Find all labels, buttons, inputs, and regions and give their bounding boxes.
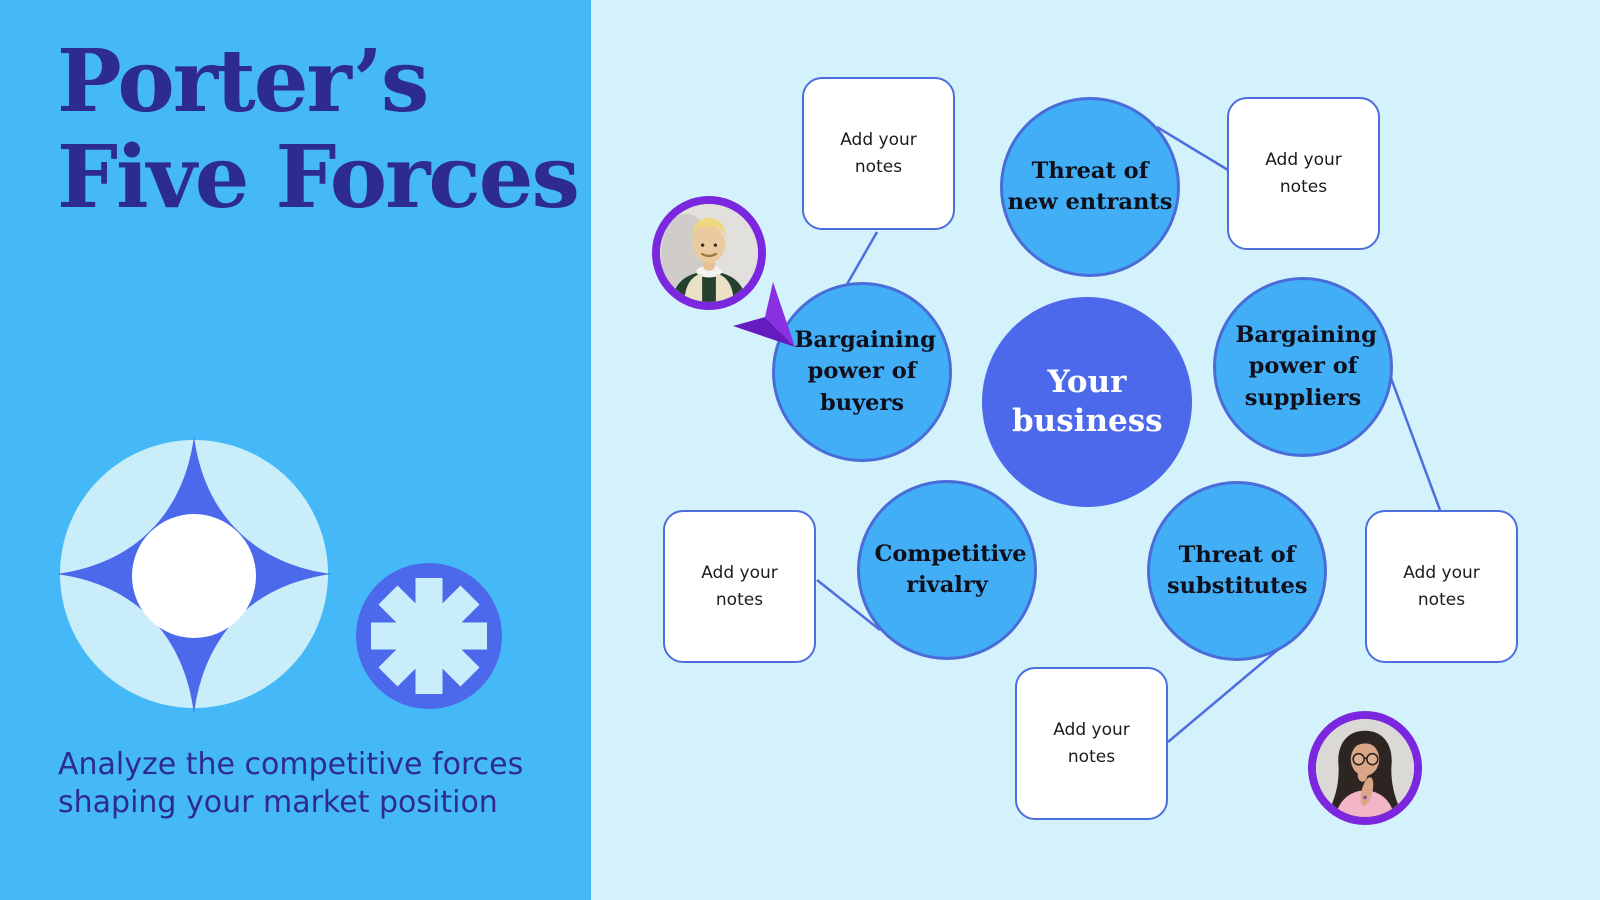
force-label: Threat of substitutes [1167,541,1308,599]
force-circle-competitive-rivalry[interactable]: Competitive rivalry [857,480,1037,660]
force-label: Threat of new entrants [1007,157,1173,215]
force-label: Bargaining power of suppliers [1235,322,1377,411]
note-card-top-right[interactable]: Add your notes [1227,97,1380,250]
force-label: Competitive rivalry [874,540,1027,598]
force-circle-threat-of-new-entrants[interactable]: Threat of new entrants [1000,97,1180,277]
asterisk-badge-icon [356,563,502,709]
note-card-text: Add your notes [1403,563,1480,610]
sparkle-compass-logo-icon [58,436,332,714]
note-card-text: Add your notes [701,563,778,610]
force-circle-bargaining-power-of-buyers[interactable]: Bargaining power of buyers [772,282,952,462]
collaborator-avatar-2[interactable] [1308,711,1422,825]
left-panel: Porter’s Five Forces Analyze the competi… [0,0,591,900]
note-card-bottom[interactable]: Add your notes [1015,667,1168,820]
force-label: Bargaining power of buyers [794,327,936,416]
note-card-text: Add your notes [1053,720,1130,767]
force-circle-threat-of-substitutes[interactable]: Threat of substitutes [1147,481,1327,661]
title-line-1: Porter’s [57,31,429,132]
page-title: Porter’s Five Forces [57,31,580,229]
avatar-photo-man [660,204,758,302]
note-card-text: Add your notes [1265,150,1342,197]
page-subtitle: Analyze the competitive forces shaping y… [58,747,524,821]
force-circle-bargaining-power-of-suppliers[interactable]: Bargaining power of suppliers [1213,277,1393,457]
center-label: Your business [1012,363,1163,439]
connector-line-suppliers-note [1389,377,1442,511]
note-card-text: Add your notes [840,130,917,177]
avatar-photo-woman [1316,719,1414,817]
connector-line-substitutes-note [1167,646,1282,743]
note-card-mid-right[interactable]: Add your notes [1365,510,1518,663]
collaborator-avatar-1[interactable] [652,196,766,310]
center-circle-your-business[interactable]: Your business [982,297,1192,507]
collaborator-cursor-icon [733,282,795,347]
note-card-mid-left[interactable]: Add your notes [663,510,816,663]
title-line-2: Five Forces [57,127,580,229]
note-card-top-left[interactable]: Add your notes [802,77,955,230]
